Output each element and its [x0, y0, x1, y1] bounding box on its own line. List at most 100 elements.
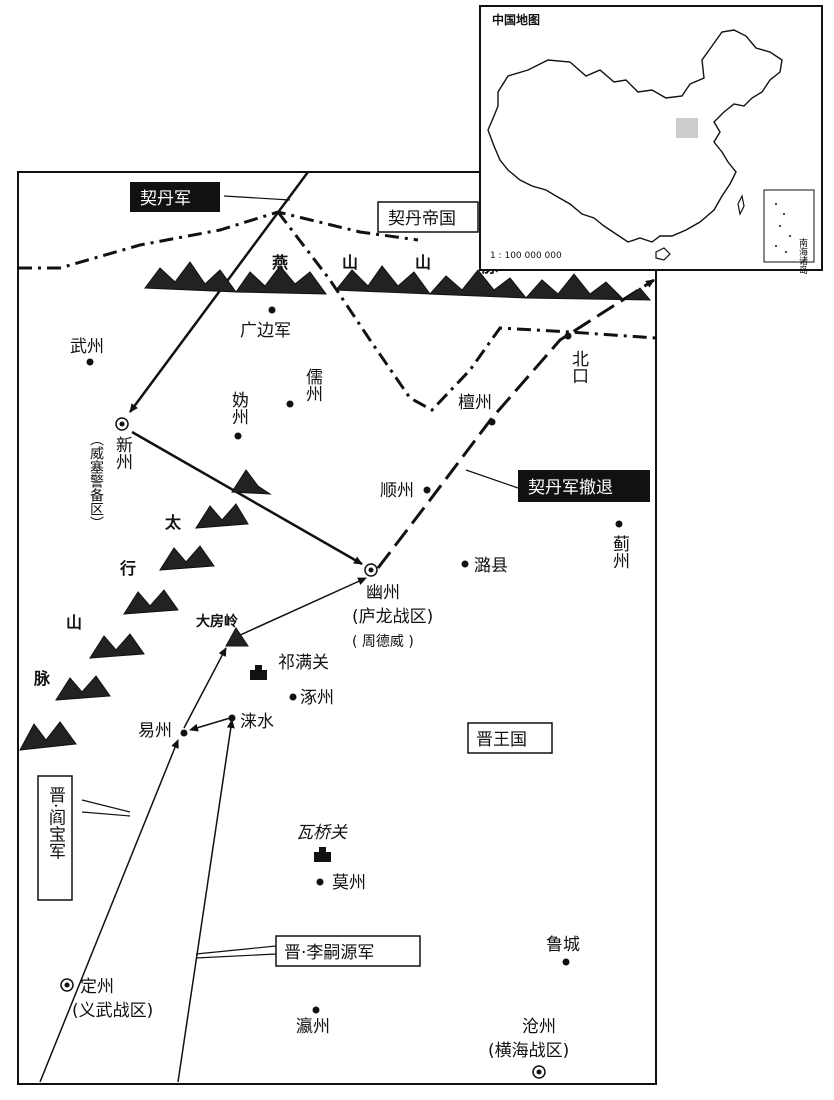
jizhou-dot	[615, 520, 623, 528]
map-frame	[17, 171, 657, 1085]
tai-label-1: 太	[164, 513, 182, 532]
yan-label-2: 山	[342, 253, 358, 272]
khitan-army-box	[130, 182, 220, 212]
mozhou-dot	[316, 878, 324, 886]
lisiyuan-callout-leader-b	[195, 953, 277, 959]
south-sea-label: 南海诸岛	[797, 237, 808, 275]
jin-kingdom-label: 晋王国	[476, 730, 527, 750]
laishui-dot	[228, 714, 236, 722]
khitan-empire-box	[377, 201, 479, 233]
laishui-label: 涞水	[240, 712, 274, 732]
dafangling-to-youzhou	[237, 577, 367, 637]
inset-map: 中国地图 1 : 100 000 000 南海诸岛	[479, 5, 823, 275]
khitan-arrow-in	[128, 171, 310, 413]
yanbao-callout-leader-b	[81, 811, 131, 817]
wuzhou-dot	[86, 358, 94, 366]
tai-label-2: 行	[119, 559, 136, 578]
yingzhou-dot	[312, 1006, 320, 1014]
mountain-peak	[334, 265, 432, 295]
south-sea-inset-frame	[763, 189, 815, 263]
youzhou-label: 幽州	[366, 583, 400, 603]
lucheng-label: 鲁城	[546, 935, 580, 955]
jin-yanbao-box	[37, 775, 73, 901]
tanzhou-dot	[488, 418, 496, 426]
zhuozhou-dot	[289, 693, 297, 701]
dafangling-label: 大房岭	[196, 613, 238, 630]
xinzhou-sub-label: （威塞警备区）	[88, 432, 104, 530]
guizhou-label: 妫州	[228, 391, 249, 425]
ruzhou-label: 儒州	[302, 368, 323, 402]
cangzhou-sub-label: (横海战区)	[488, 1041, 569, 1061]
wuzhou-label: 武州	[70, 337, 104, 357]
jin-lisiyuan-box	[275, 935, 421, 967]
border-lines	[18, 210, 657, 412]
inset-scale: 1 : 100 000 000	[490, 251, 562, 261]
mountain-peak	[524, 273, 652, 301]
hainan-island	[655, 247, 671, 261]
laishui-to-yizhou	[189, 717, 231, 732]
china-outline	[487, 29, 783, 243]
taihang-mountain-range	[19, 469, 272, 751]
yizhou-to-dafangling	[183, 647, 227, 729]
shunzhou-label: 顺州	[380, 481, 414, 501]
jin-lisiyuan-label: 晋·李嗣源军	[284, 943, 374, 963]
movement-arrows	[39, 171, 655, 1083]
settlement-dots	[86, 306, 623, 1014]
youzhou-sub1-label: (庐龙战区)	[352, 607, 433, 627]
youzhou-garrison-icon	[364, 563, 378, 577]
lucheng-dot	[562, 958, 570, 966]
xinzhou-garrison-icon	[115, 417, 129, 431]
cangzhou-garrison-icon	[532, 1065, 546, 1079]
khitan-retreat-arrow	[376, 278, 655, 569]
beikou-label: 北口	[568, 350, 589, 384]
mountain-peak	[89, 633, 145, 659]
mountain-peak	[195, 503, 249, 529]
mountain-peak	[235, 265, 327, 295]
mountain-peak	[123, 589, 179, 615]
jin-kingdom-box	[467, 722, 553, 754]
force-callouts: 契丹军 契丹军撤退 晋·阎宝军 晋·李嗣源军	[37, 182, 650, 967]
cangzhou-label: 沧州	[522, 1017, 556, 1037]
yanbao-arrow-1	[39, 739, 179, 1083]
garrison-symbols	[60, 417, 546, 1079]
lisiyuan-callout-leader-a	[195, 945, 277, 955]
yan-label-3: 山	[415, 253, 431, 272]
khitan-army-label: 契丹军	[140, 189, 191, 209]
guangbian-dot	[268, 306, 276, 314]
mountain-peak	[19, 721, 77, 751]
yan-label-1: 燕	[272, 253, 288, 272]
zhuozhou-label: 涿州	[300, 688, 334, 708]
khitan-border-north	[18, 210, 419, 270]
luxian-dot	[461, 560, 469, 568]
yanbao-callout-leader-a	[81, 799, 131, 813]
place-labels: 广边军 武州 妫州 儒州 新州 （威塞警备区） 檀州 北口 顺州 蓟州 潞县 幽…	[70, 321, 630, 1061]
xinzhou-label: 新州	[112, 436, 133, 470]
yan-mountain-range	[144, 261, 652, 301]
jin-yanbao-label: 晋·阎宝军	[45, 786, 65, 859]
mountain-peak	[225, 627, 249, 647]
yizhou-label: 易州	[138, 721, 172, 741]
khitan-callout-leader	[223, 195, 291, 201]
taiwan-island	[737, 194, 745, 216]
jizhou-label: 蓟州	[609, 535, 630, 569]
jin-khitan-border	[276, 211, 657, 412]
dingzhou-sub-label: (义武战区)	[72, 1001, 153, 1021]
dingzhou-garrison-icon	[60, 978, 74, 992]
guizhou-dot	[234, 432, 242, 440]
inset-title: 中国地图	[492, 12, 540, 27]
luxian-label: 潞县	[474, 556, 508, 576]
retreat-callout-leader	[465, 469, 519, 489]
lisiyuan-arrow-1	[177, 719, 235, 1083]
shunzhou-dot	[423, 486, 431, 494]
qimanguan-label: 祁满关	[278, 653, 329, 673]
pass-markers	[250, 665, 331, 862]
khitan-empire-label: 契丹帝国	[388, 209, 456, 229]
khitan-arrow-youzhou	[131, 430, 363, 566]
qimanguan-fort-icon	[250, 665, 267, 680]
mozhou-label: 莫州	[332, 873, 366, 893]
ruzhou-dot	[286, 400, 294, 408]
waqiaoguan-fort-icon	[314, 847, 331, 862]
mountain-peak	[428, 269, 528, 299]
state-labels: 契丹帝国 晋王国	[377, 201, 553, 754]
mountain-peak	[159, 545, 215, 571]
